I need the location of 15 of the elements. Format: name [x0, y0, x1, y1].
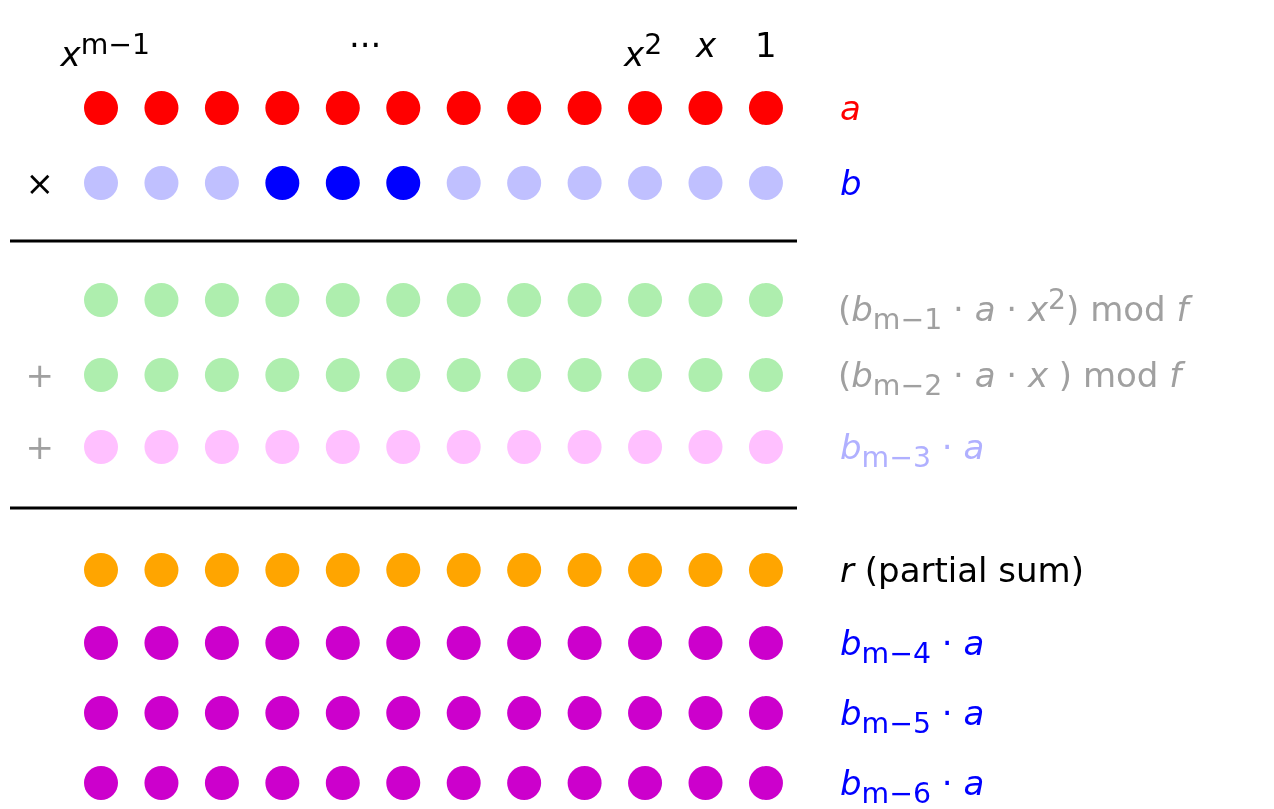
row-label: b$_{m−4}$ · a	[840, 623, 985, 672]
row-label: a	[840, 88, 861, 128]
row-label: b$_{m−5}$ · a	[840, 693, 985, 742]
power-label: x	[696, 25, 717, 65]
row-label: b	[840, 163, 862, 203]
ellipsis: ···	[349, 25, 382, 65]
plus-sign: +	[25, 355, 54, 395]
row-label: r (partial sum)	[840, 550, 1084, 590]
power-label: x$^{m−1}$	[60, 27, 150, 75]
power-label: 1	[755, 25, 777, 65]
power-label: x$^{2}$	[624, 27, 663, 75]
plus-sign: +	[25, 427, 54, 467]
times-sign: ×	[25, 163, 54, 203]
row-label: b$_{m−6}$ · a	[840, 763, 985, 809]
row-label: b$_{m−3}$ · a	[840, 427, 985, 476]
